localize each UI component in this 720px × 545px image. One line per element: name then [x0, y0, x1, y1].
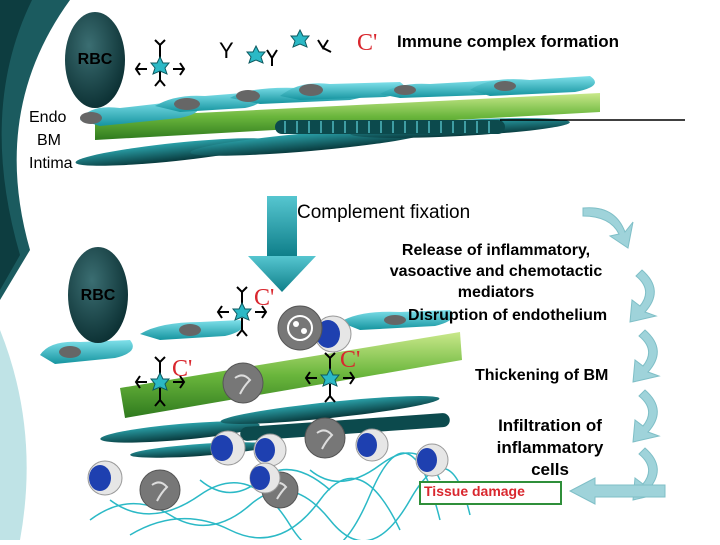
- intima-cell: [220, 396, 440, 424]
- endothelial-nucleus: [80, 112, 102, 124]
- endothelial-cell: [470, 76, 595, 96]
- immune-complex-bottom: [216, 286, 268, 337]
- intima-cell: [100, 421, 260, 443]
- neutrophil: [253, 433, 287, 467]
- flow-arrow: [629, 269, 658, 323]
- antigen-star: [289, 28, 311, 48]
- tissue-damage-box: [419, 481, 562, 505]
- rbc-label: RBC: [80, 287, 116, 304]
- neutrophil: [210, 430, 246, 466]
- antigen-star: [149, 371, 171, 391]
- disruption-label: Disruption of endothelium: [408, 307, 608, 324]
- complement-symbol: C': [357, 30, 378, 56]
- macrophage: [277, 305, 323, 351]
- neutrophil: [415, 443, 449, 477]
- mediator-release-line: mediators: [457, 284, 535, 301]
- intima-cell: [130, 442, 270, 458]
- endothelial-nucleus: [394, 85, 416, 95]
- infiltration-line: Infiltration of: [498, 416, 602, 435]
- rbc-label: RBC: [77, 51, 113, 68]
- neutrophil: [249, 462, 281, 494]
- endothelial-nucleus: [494, 81, 516, 91]
- neutrophil: [87, 460, 123, 496]
- endothelial-nucleus: [384, 315, 406, 325]
- flow-arrow: [582, 207, 634, 249]
- basement-membrane-top: [95, 93, 600, 140]
- red-blood-cell: [68, 247, 128, 343]
- tissue-damage-label: Tissue damage: [424, 483, 525, 499]
- complement-symbol: C': [340, 347, 361, 373]
- antigen-star: [231, 301, 253, 321]
- antibody-symbol: Y: [219, 38, 234, 63]
- flow-arrow-to-tissue-damage: [568, 477, 666, 505]
- complement-symbol: C': [172, 356, 193, 382]
- top-vessel-wall: [75, 76, 685, 166]
- infiltration-line: inflammatory: [496, 438, 604, 457]
- antigen-star: [149, 55, 171, 75]
- antigen-star: [319, 367, 341, 387]
- endothelial-nucleus: [299, 84, 323, 96]
- mediator-release-line: vasoactive and chemotactic: [389, 263, 603, 280]
- mediator-release-label: Release of inflammatory, vasoactive and …: [355, 240, 637, 303]
- flow-arrow: [632, 329, 661, 383]
- immune-complex-bottom: [134, 356, 186, 407]
- endothelial-nucleus: [236, 90, 260, 102]
- diagram-title: Immune complex formation: [397, 32, 619, 51]
- endothelial-cell: [40, 340, 133, 364]
- free-antibody: [266, 39, 332, 66]
- left-decorative-arc: [0, 0, 70, 540]
- immune-complex-top: [134, 39, 186, 87]
- complement-symbol: C': [254, 285, 275, 311]
- complement-fixation-arrow: [248, 196, 316, 292]
- infiltration-label: Infiltration of inflammatory cells: [470, 415, 630, 481]
- endothelium-label: Endo: [29, 109, 67, 126]
- flow-arrows: [568, 207, 666, 505]
- flow-arrow: [632, 389, 661, 443]
- intima-striped-cell: [240, 413, 450, 441]
- bottom-vessel-wall: [40, 310, 462, 458]
- red-blood-cell: [65, 12, 125, 108]
- complement-fixation-label: Complement fixation: [297, 202, 471, 223]
- endothelial-nucleus: [179, 324, 201, 336]
- macrophage: [222, 362, 264, 404]
- endothelial-nucleus: [174, 98, 200, 110]
- mediator-release-line: Release of inflammatory,: [401, 242, 591, 259]
- infiltration-line: cells: [531, 460, 569, 479]
- macrophage: [304, 417, 346, 459]
- intima-label: Intima: [29, 155, 73, 172]
- basement-membrane-bottom: [120, 332, 462, 418]
- neutrophil: [355, 428, 389, 462]
- endothelial-nucleus: [59, 346, 81, 358]
- thickening-label: Thickening of BM: [475, 367, 609, 384]
- antigen-star: [245, 44, 267, 64]
- macrophage: [139, 469, 181, 511]
- basement-membrane-label: BM: [37, 132, 61, 149]
